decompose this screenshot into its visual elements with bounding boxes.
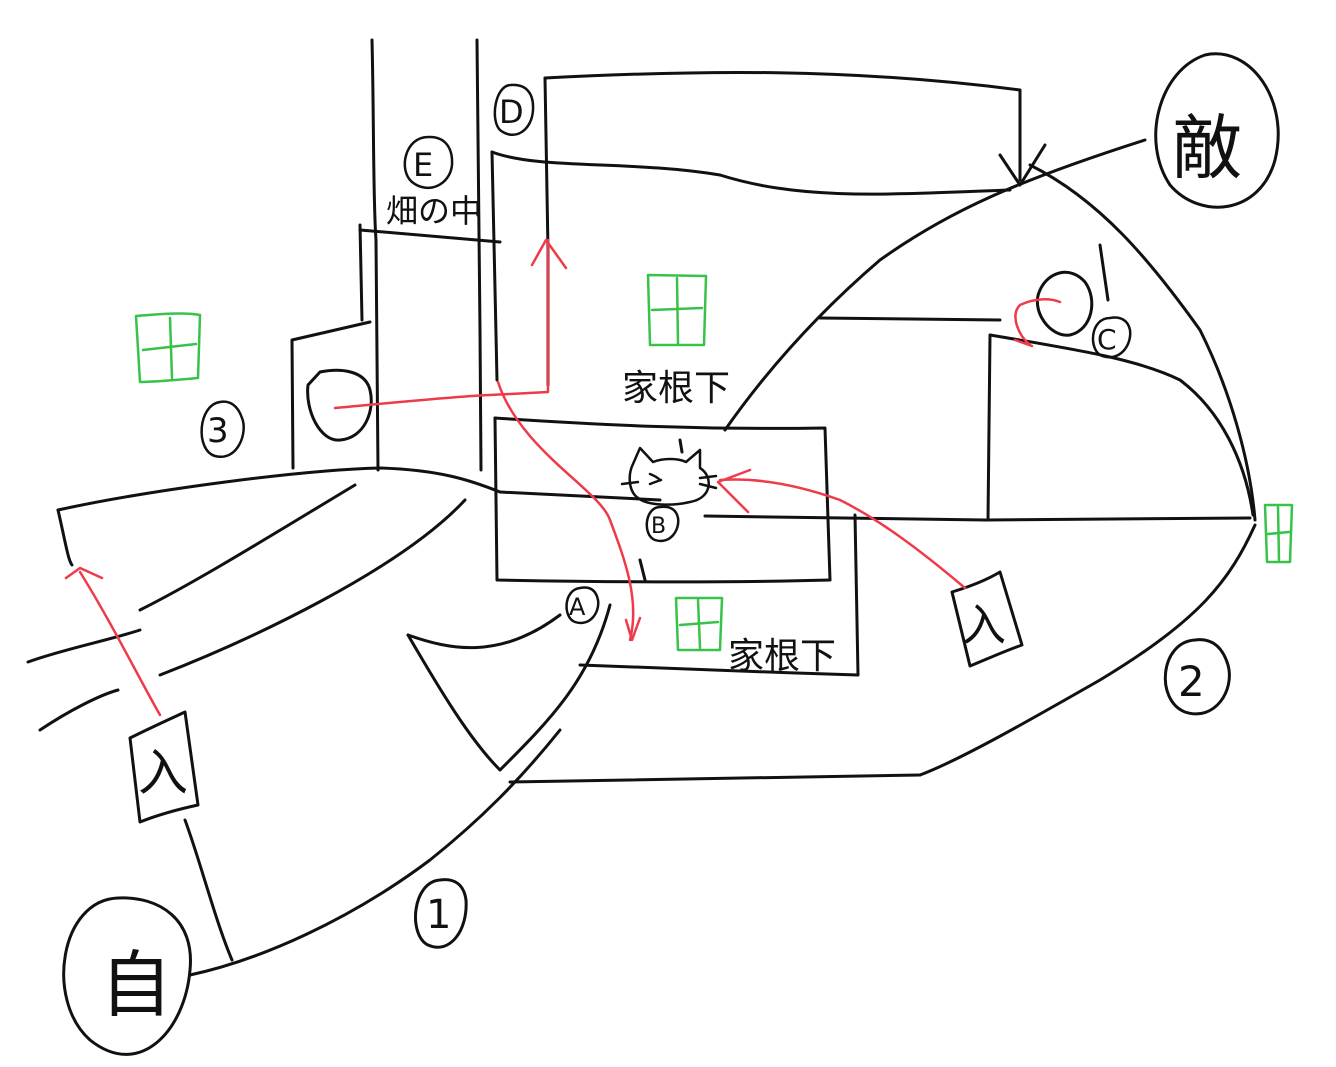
svg-text:A: A [569, 593, 586, 621]
svg-text:3: 3 [207, 411, 229, 451]
node-top-right [1035, 270, 1094, 337]
field-mark-icon [134, 312, 202, 384]
bush-label: 畑の中 [386, 192, 482, 230]
field-mark-icon [1263, 503, 1294, 564]
svg-text:C: C [1097, 323, 1117, 356]
entry-left: 入 [128, 710, 200, 824]
num-3: 3 [200, 400, 245, 458]
node-left [306, 368, 373, 442]
point-e: E [403, 135, 454, 190]
home-label: 自 [100, 943, 172, 1027]
point-a: A [565, 586, 600, 625]
svg-text:D: D [499, 93, 524, 131]
point-d: D [493, 83, 535, 136]
roof-bottom-label: 家根下 [728, 636, 836, 677]
enemy-marker: 敵 [1154, 52, 1280, 209]
home-marker: 自 [62, 896, 192, 1056]
enemy-label: 敵 [1172, 107, 1242, 189]
point-b: B [645, 505, 680, 543]
field-mark-icon [646, 273, 708, 347]
routes [64, 238, 1062, 717]
svg-text:入: 入 [962, 600, 1006, 651]
num-1: 1 [414, 878, 468, 949]
svg-text:E: E [413, 146, 433, 184]
svg-text:入: 入 [138, 744, 188, 802]
entry-right: 入 [950, 570, 1024, 668]
num-2: 2 [1163, 638, 1231, 716]
ink-lines [26, 38, 1257, 977]
svg-text:2: 2 [1178, 657, 1205, 706]
point-c: C [1091, 316, 1132, 359]
svg-text:1: 1 [426, 892, 451, 938]
svg-text:B: B [651, 514, 666, 539]
field-mark-icon [674, 596, 724, 652]
cat-icon [620, 446, 718, 506]
roof-top-label: 家根下 [622, 368, 730, 409]
